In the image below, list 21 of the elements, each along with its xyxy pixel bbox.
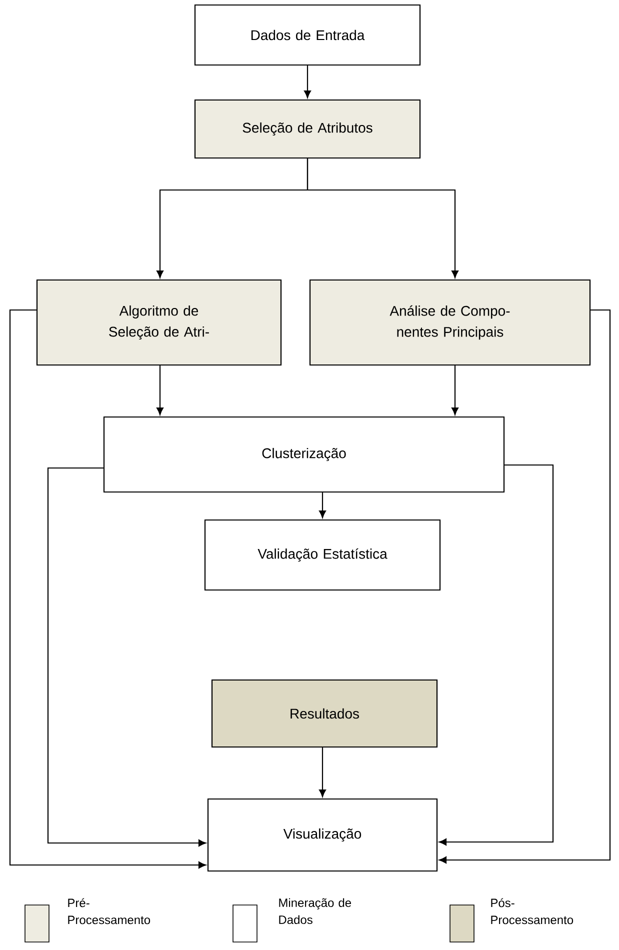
arrow: [319, 748, 326, 798]
arrow: [9, 309, 206, 868]
process-box: Dados de Entrada: [194, 4, 421, 66]
legend-label: Mineração de Dados: [279, 898, 352, 924]
arrow: [438, 309, 611, 864]
arrow: [452, 366, 458, 416]
process-box: Validação Estatística: [204, 519, 441, 591]
process-box: Algoritmo de Seleção de Atri-: [36, 279, 282, 366]
process-box: Visualização: [207, 798, 438, 872]
arrow: [319, 492, 326, 518]
process-box: Seleção de Atributos: [194, 99, 421, 159]
arrow: [47, 467, 206, 846]
process-box: Resultados: [211, 679, 438, 748]
arrow: [438, 464, 554, 846]
arrow: [304, 66, 311, 98]
legend-label: Pós- Processamento: [491, 898, 574, 924]
legend-label: Pré- Processamento: [68, 898, 150, 924]
arrow: [306, 158, 458, 278]
process-box: Análise de Compo- nentes Principais: [309, 279, 591, 366]
arrow: [156, 366, 164, 416]
process-box: Clusterização: [103, 416, 505, 493]
